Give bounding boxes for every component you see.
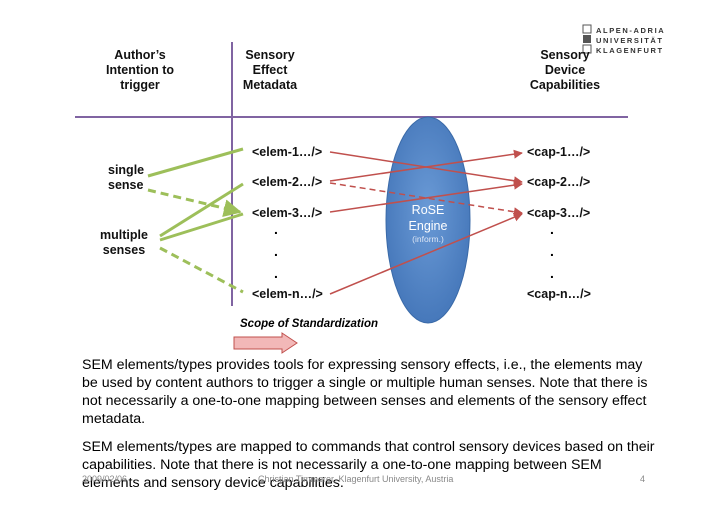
cap-1: <cap-1…/> bbox=[527, 145, 591, 159]
cap-2: <cap-2…/> bbox=[527, 175, 591, 189]
university-logo: ALPEN-ADRIA UNIVERSITÄT KLAGENFURT bbox=[596, 26, 665, 56]
green-line-multiple-elem3 bbox=[159, 212, 244, 242]
header-metadata-line-2: Effect bbox=[252, 63, 288, 77]
multiple-line-1: multiple bbox=[100, 228, 148, 242]
footer-page-number: 4 bbox=[640, 474, 646, 484]
green-line-multiple-elem2 bbox=[159, 182, 244, 238]
cap-ellipsis-dot-1: . bbox=[550, 221, 554, 237]
elem-ellipsis-dot-1: . bbox=[274, 221, 278, 237]
rose-engine-ellipse bbox=[385, 116, 471, 324]
header-metadata-line-3: Metadata bbox=[242, 78, 298, 92]
elem-ellipsis-dot-3: . bbox=[274, 265, 278, 281]
red-line-elemn-cap3 bbox=[329, 212, 523, 295]
engine-line2: Engine bbox=[408, 219, 448, 233]
elem-1: <elem-1…/> bbox=[252, 145, 323, 159]
rose-engine-label: RoSE Engine (inform.) bbox=[392, 203, 464, 244]
label-multiple-senses: multiple senses bbox=[100, 228, 148, 258]
university-logo-mark bbox=[582, 24, 592, 54]
elem-3: <elem-3…/> bbox=[252, 206, 323, 220]
paragraph-2: SEM elements/types are mapped to command… bbox=[82, 439, 655, 491]
single-line-2: sense bbox=[108, 178, 144, 192]
green-line-single-elem3 bbox=[147, 188, 242, 217]
footer-author: Christian Timmerer, Klagenfurt Universit… bbox=[258, 474, 454, 484]
header-intention-line-1: Author’s bbox=[114, 48, 166, 62]
cap-3: <cap-3…/> bbox=[527, 206, 591, 220]
header-intention: Author’s Intention to trigger bbox=[90, 48, 190, 93]
header-capabilities: Sensory Device Capabilities bbox=[515, 48, 615, 93]
red-line-elem2-cap1 bbox=[329, 149, 523, 182]
label-single-sense: single sense bbox=[108, 163, 144, 193]
header-capabilities-line-1: Sensory bbox=[540, 48, 590, 62]
scope-of-standardization-label: Scope of Standardization bbox=[240, 318, 379, 330]
red-line-elem2-cap3 bbox=[329, 182, 523, 217]
cap-n: <cap-n…/> bbox=[527, 287, 591, 301]
header-intention-line-2: Intention to bbox=[105, 63, 175, 77]
logo-line-3: KLAGENFURT bbox=[596, 46, 664, 55]
engine-note: (inform.) bbox=[412, 234, 444, 244]
cap-ellipsis-dot-2: . bbox=[550, 243, 554, 259]
elem-ellipsis-dot-2: . bbox=[274, 243, 278, 259]
logo-line-1: ALPEN-ADRIA bbox=[596, 26, 666, 35]
cap-ellipsis-dot-3: . bbox=[550, 265, 554, 281]
elem-2: <elem-2…/> bbox=[252, 175, 323, 189]
single-line-1: single bbox=[108, 163, 145, 177]
red-line-elem3-cap2 bbox=[329, 180, 523, 213]
elem-n: <elem-n…/> bbox=[252, 287, 323, 301]
scope-arrow bbox=[233, 332, 298, 354]
logo-line-2: UNIVERSITÄT bbox=[596, 36, 664, 45]
header-metadata: Sensory Effect Metadata bbox=[225, 48, 315, 93]
engine-name: RoSE bbox=[411, 203, 445, 217]
header-metadata-line-1: Sensory bbox=[245, 48, 295, 62]
header-capabilities-line-2: Device bbox=[544, 63, 586, 77]
footer-date: 2009/02/06 bbox=[82, 474, 128, 484]
paragraph-1: SEM elements/types provides tools for ex… bbox=[82, 357, 648, 427]
green-line-single-elem1 bbox=[147, 147, 244, 178]
multiple-line-2: senses bbox=[102, 243, 146, 257]
green-line-multiple-elemn bbox=[159, 246, 244, 294]
header-intention-line-3: trigger bbox=[120, 78, 160, 92]
header-capabilities-line-3: Capabilities bbox=[529, 78, 601, 92]
